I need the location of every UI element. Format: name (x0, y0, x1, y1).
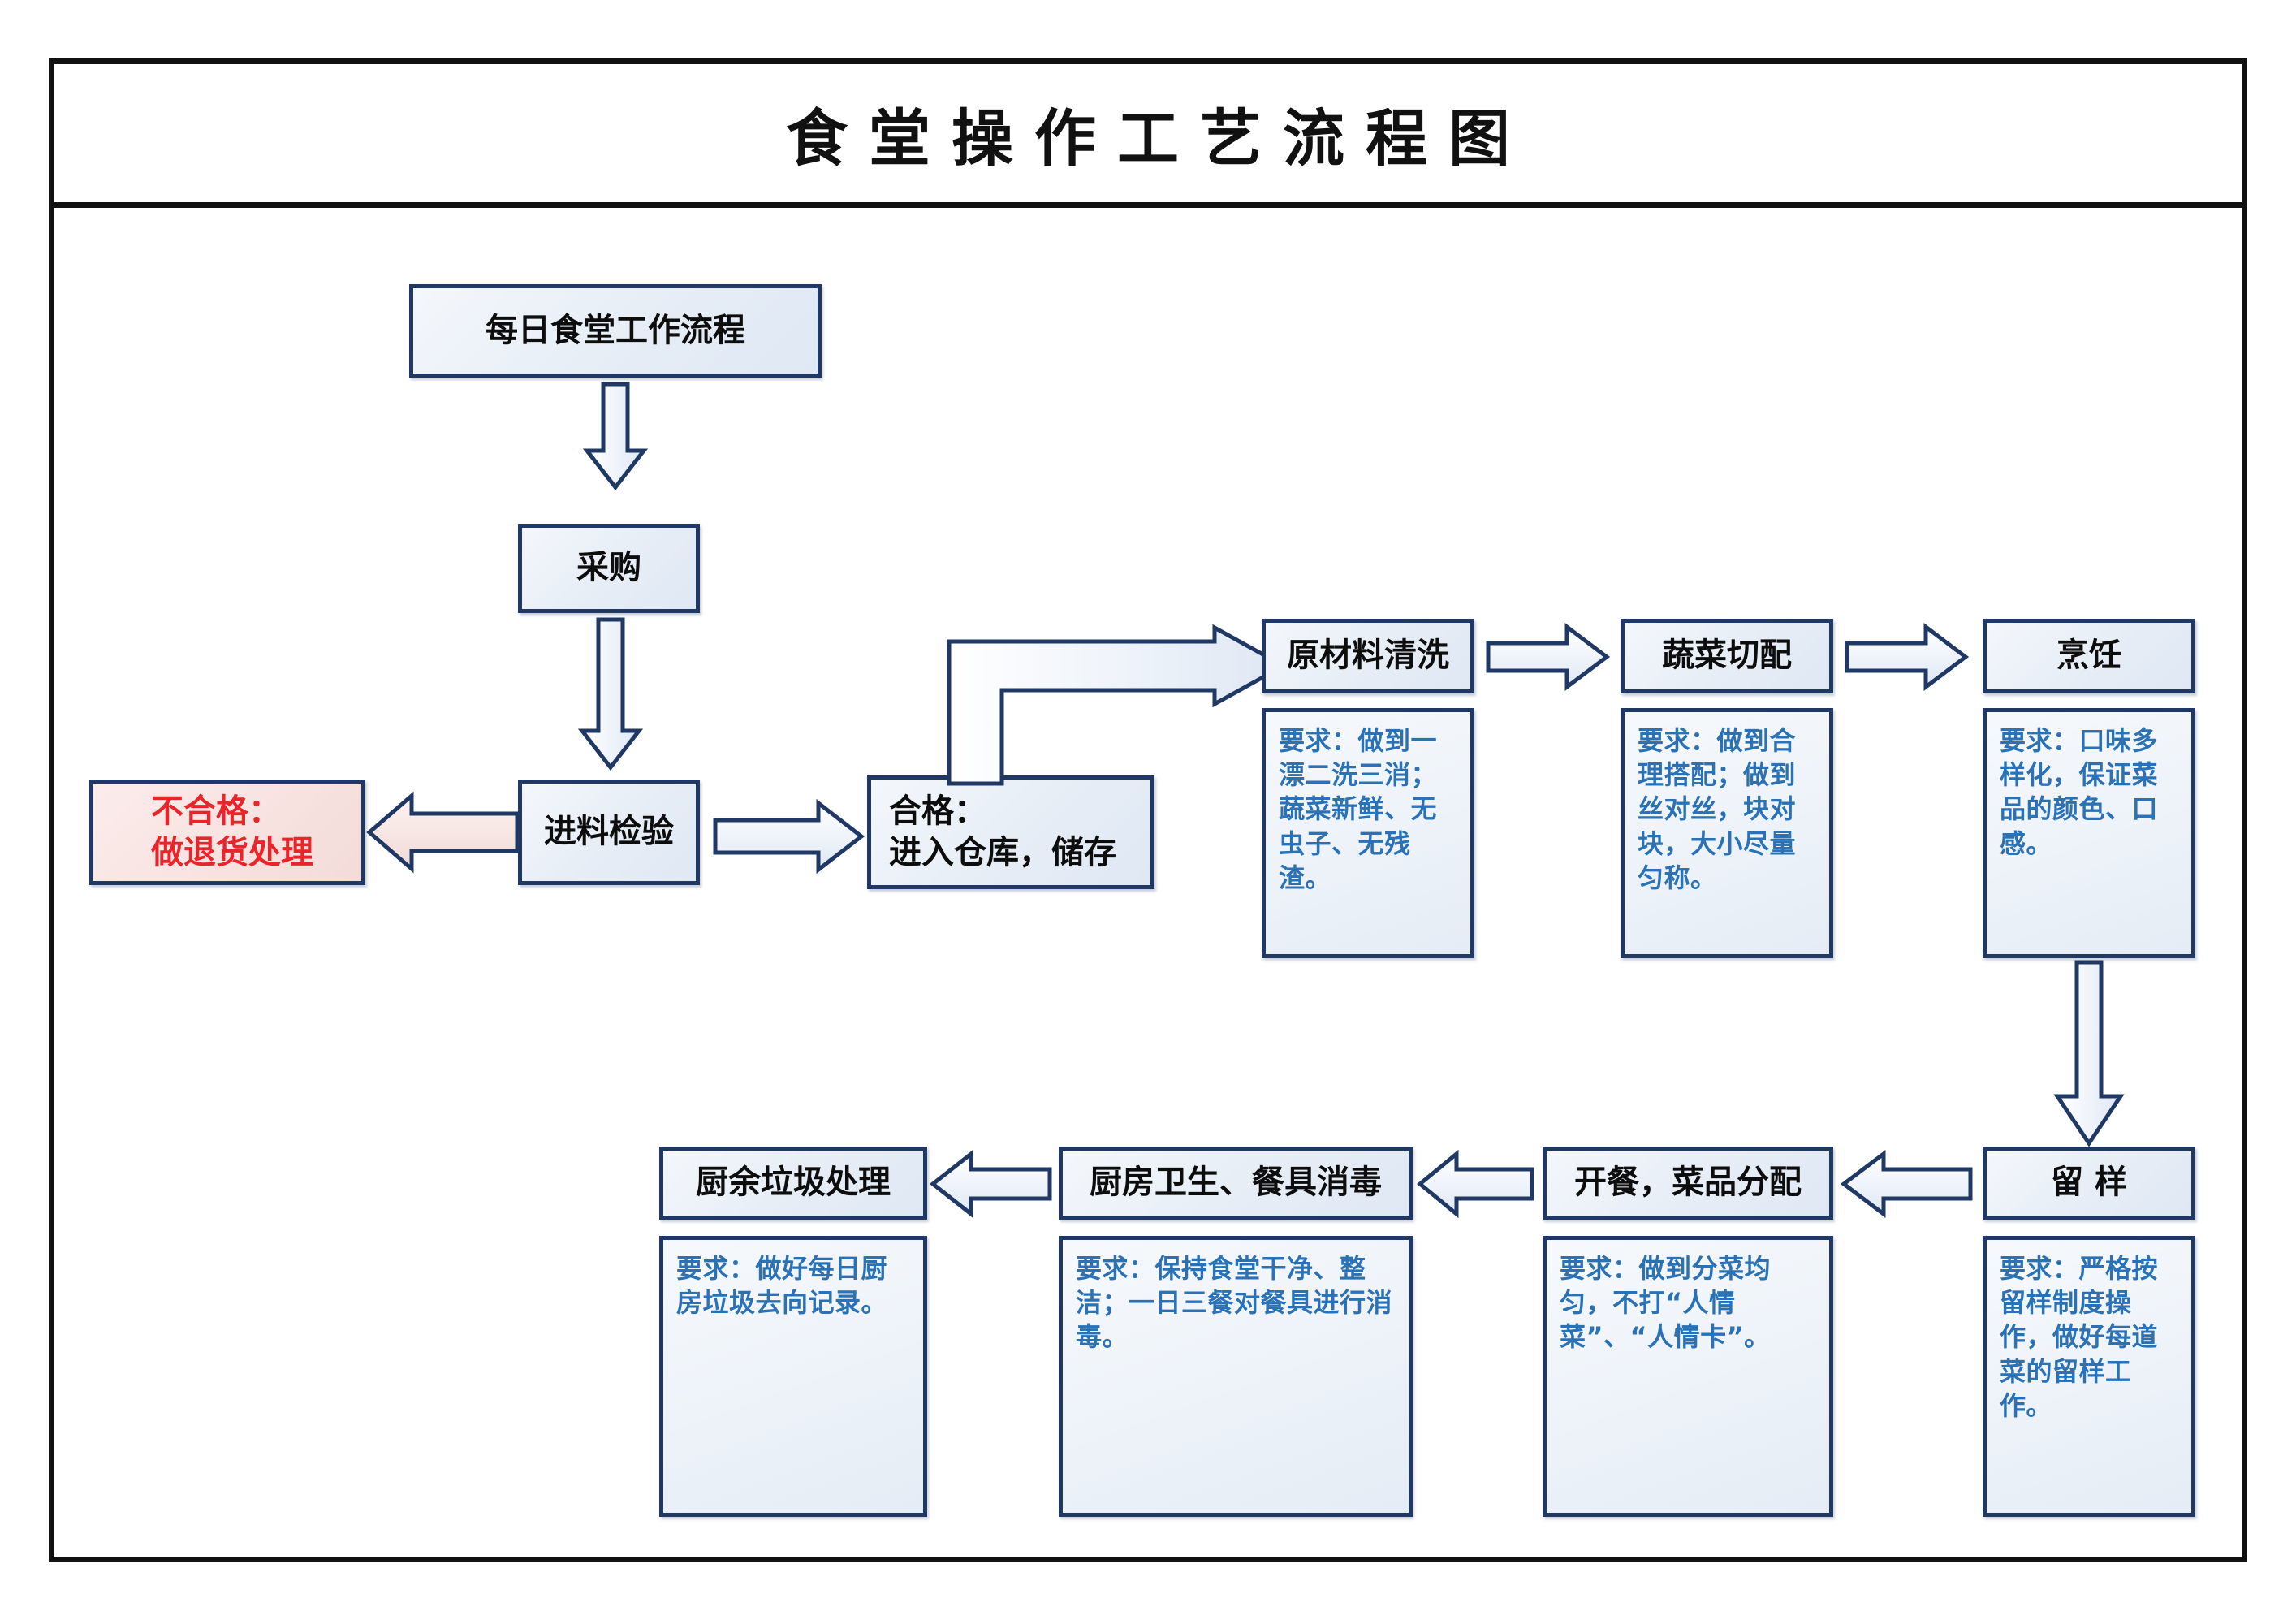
connector-hygiene-to-waste (929, 1149, 1052, 1219)
node-reject-label: 不合格： 做退货处理 (151, 792, 313, 871)
connector-start-to-purchase (582, 382, 649, 491)
note-cooking-text: 要求：口味多样化，保证菜品的颜色、口感。 (2000, 725, 2159, 859)
node-sampling-label: 留 样 (2051, 1164, 2127, 1202)
note-cutting-text: 要求：做到合理搭配；做到丝对丝，块对块，大小尽量匀称。 (1638, 725, 1797, 893)
node-purchase-label: 采购 (576, 549, 641, 587)
note-cooking: 要求：口味多样化，保证菜品的颜色、口感。 (1983, 708, 2195, 958)
note-hygiene-text: 要求：保持食堂干净、整洁；一日三餐对餐具进行消毒。 (1076, 1253, 1393, 1353)
node-inspection[interactable]: 进料检验 (518, 780, 700, 885)
note-hygiene: 要求：保持食堂干净、整洁；一日三餐对餐具进行消毒。 (1059, 1236, 1413, 1517)
note-washing-text: 要求：做到一漂二洗三消；蔬菜新鲜、无虫子、无残渣。 (1279, 725, 1438, 893)
node-hygiene[interactable]: 厨房卫生、餐具消毒 (1059, 1147, 1413, 1220)
node-hygiene-label: 厨房卫生、餐具消毒 (1090, 1164, 1382, 1202)
node-purchase[interactable]: 采购 (518, 524, 700, 613)
note-cutting: 要求：做到合理搭配；做到丝对丝，块对块，大小尽量匀称。 (1621, 708, 1833, 958)
node-start[interactable]: 每日食堂工作流程 (409, 284, 822, 378)
connector-sampling-to-serving (1840, 1149, 1973, 1219)
node-serving[interactable]: 开餐，菜品分配 (1543, 1147, 1833, 1220)
page-title: 食堂操作工艺流程图 (786, 102, 1531, 175)
diagram-frame (49, 58, 2247, 1562)
note-sampling-text: 要求：严格按留样制度操作，做好每道菜的留样工作。 (2000, 1253, 2159, 1421)
node-inspection-label: 进料检验 (544, 813, 674, 851)
node-start-label: 每日食堂工作流程 (486, 311, 745, 349)
note-serving-text: 要求：做到分菜均匀，不打“人情菜”、“人情卡”。 (1560, 1253, 1772, 1353)
note-waste: 要求：做好每日厨房垃圾去向记录。 (659, 1236, 927, 1517)
node-waste-label: 厨余垃圾处理 (696, 1164, 891, 1202)
node-reject[interactable]: 不合格： 做退货处理 (89, 780, 365, 885)
connector-washing-to-cutting (1486, 622, 1611, 692)
connector-serving-to-hygiene (1417, 1149, 1534, 1219)
node-cooking-label: 烹饪 (2056, 637, 2121, 675)
node-sampling[interactable]: 留 样 (1983, 1147, 2195, 1220)
note-waste-text: 要求：做好每日厨房垃圾去向记录。 (676, 1253, 888, 1319)
node-waste[interactable]: 厨余垃圾处理 (659, 1147, 927, 1220)
connector-inspection-to-reject (366, 791, 520, 874)
node-pass-label: 合格： 进入仓库，储存 (889, 792, 1116, 871)
title-bar: 食堂操作工艺流程图 (49, 65, 2247, 201)
node-pass[interactable]: 合格： 进入仓库，储存 (867, 775, 1154, 889)
node-washing-label: 原材料清洗 (1287, 637, 1449, 675)
node-cutting[interactable]: 蔬菜切配 (1621, 619, 1833, 693)
note-serving: 要求：做到分菜均匀，不打“人情菜”、“人情卡”。 (1543, 1236, 1833, 1517)
connector-purchase-to-inspection (577, 617, 644, 771)
node-serving-label: 开餐，菜品分配 (1574, 1164, 1802, 1202)
title-divider (49, 202, 2247, 208)
connector-cooking-to-sampling (2053, 960, 2125, 1147)
note-washing: 要求：做到一漂二洗三消；蔬菜新鲜、无虫子、无残渣。 (1262, 708, 1474, 958)
node-cutting-label: 蔬菜切配 (1662, 637, 1792, 675)
connector-inspection-to-pass (713, 798, 865, 875)
connector-cutting-to-cooking (1845, 622, 1970, 692)
node-cooking[interactable]: 烹饪 (1983, 619, 2195, 693)
node-washing[interactable]: 原材料清洗 (1262, 619, 1474, 693)
note-sampling: 要求：严格按留样制度操作，做好每道菜的留样工作。 (1983, 1236, 2195, 1517)
connector-pass-to-washing (947, 624, 1288, 786)
